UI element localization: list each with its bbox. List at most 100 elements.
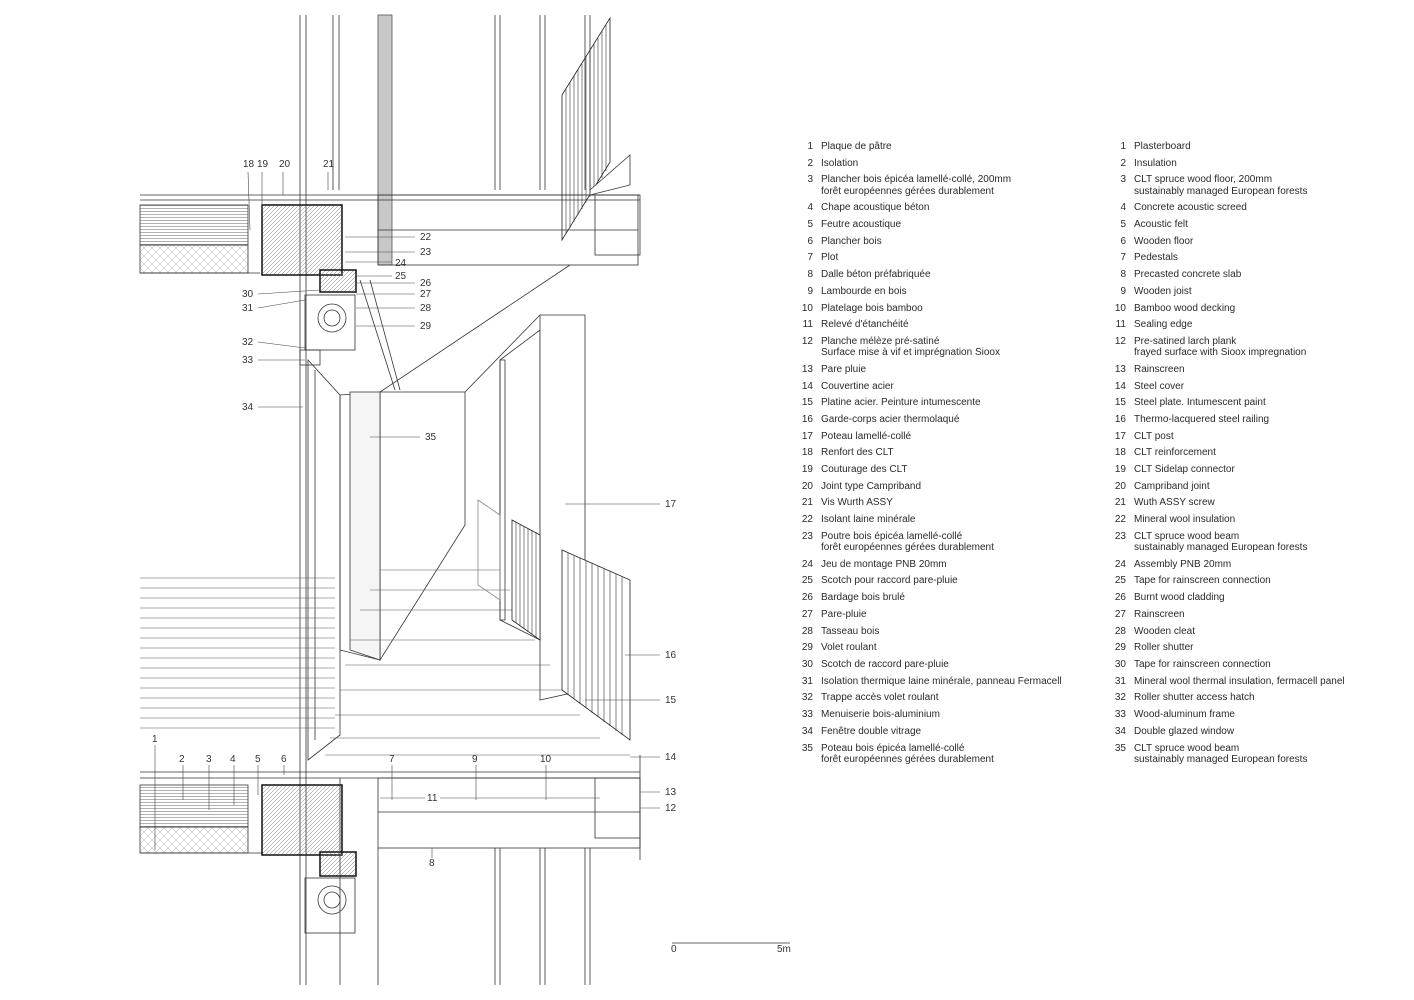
legend-text: CLT reinforcement bbox=[1134, 447, 1216, 459]
legend-text: Pare-pluie bbox=[821, 608, 867, 620]
callout-31: 31 bbox=[242, 303, 254, 314]
legend-text: Chape acoustique béton bbox=[821, 202, 930, 214]
legend-text: Rainscreen bbox=[1134, 608, 1185, 620]
legend-number: 1 bbox=[1120, 141, 1126, 152]
legend-text: Wuth ASSY screw bbox=[1134, 497, 1215, 509]
callout-7: 7 bbox=[389, 754, 395, 765]
legend-number: 16 bbox=[1114, 413, 1126, 425]
legend-text: Garde-corps acier thermolaqué bbox=[821, 413, 960, 425]
legend-text: Plancher bois épicéa lamellé-collé, 200m… bbox=[821, 174, 1012, 197]
legend-text: Concrete acoustic screed bbox=[1134, 202, 1247, 214]
legend-number: 21 bbox=[1114, 497, 1126, 509]
legend-text: Burnt wood cladding bbox=[1134, 592, 1225, 604]
callout-8: 8 bbox=[429, 858, 435, 869]
callout-34: 34 bbox=[242, 402, 254, 413]
legend-number: 8 bbox=[807, 269, 813, 281]
callout-14: 14 bbox=[665, 752, 677, 763]
callout-9: 9 bbox=[472, 754, 478, 765]
legend-text: Assembly PNB 20mm bbox=[1134, 558, 1232, 570]
callout-27: 27 bbox=[420, 289, 432, 300]
legend-number: 35 bbox=[1114, 742, 1126, 754]
legend-number: 34 bbox=[1114, 725, 1126, 737]
legend-text: Poteau lamellé-collé bbox=[821, 430, 912, 442]
callout-25: 25 bbox=[395, 271, 407, 282]
legend-text: Poutre bois épicéa lamellé-collé forêt e… bbox=[821, 530, 994, 554]
leader-lines bbox=[154, 171, 660, 858]
legend-text: Tasseau bois bbox=[821, 625, 880, 637]
scale-end-label: 5m bbox=[777, 944, 791, 955]
legend-text: Acoustic felt bbox=[1134, 219, 1188, 231]
callout-23: 23 bbox=[420, 247, 432, 258]
legend-number: 35 bbox=[801, 742, 813, 754]
legend-number: 31 bbox=[801, 675, 813, 687]
legend-number: 1 bbox=[807, 141, 813, 152]
callout-16: 16 bbox=[665, 650, 677, 661]
legend-number: 25 bbox=[1114, 575, 1126, 587]
legend-text: Pre-satined larch plank frayed surface w… bbox=[1134, 335, 1307, 359]
legend-number: 11 bbox=[802, 319, 813, 331]
legend-text: Rainscreen bbox=[1134, 363, 1185, 375]
callout-17: 17 bbox=[665, 499, 677, 510]
callouts: 18 19 20 21 22 23 24 25 26 27 28 29 30 3… bbox=[152, 159, 677, 869]
callout-35: 35 bbox=[425, 432, 437, 443]
legend-text: Roller shutter access hatch bbox=[1134, 692, 1255, 704]
legend-number: 20 bbox=[1114, 480, 1126, 492]
legend-number: 6 bbox=[1120, 235, 1126, 247]
callout-33: 33 bbox=[242, 355, 254, 366]
legend-item: 17 Poteau lamellé-collé bbox=[797, 431, 1087, 442]
callout-15: 15 bbox=[665, 695, 677, 706]
legend-number: 27 bbox=[801, 608, 813, 620]
legend-text: Wooden cleat bbox=[1134, 625, 1195, 637]
callout-24: 24 bbox=[395, 258, 407, 269]
legend-number: 30 bbox=[1114, 659, 1126, 670]
callout-28: 28 bbox=[420, 303, 432, 314]
legend-item: 11 Sealing edge bbox=[1110, 319, 1400, 330]
legend-number: 6 bbox=[807, 235, 813, 247]
callout-3: 3 bbox=[206, 754, 212, 765]
legend-number: 7 bbox=[807, 252, 813, 264]
legend-text: Vis Wurth ASSY bbox=[821, 497, 893, 509]
legend-number: 3 bbox=[807, 174, 813, 186]
legend-text: Poteau bois épicéa lamellé-collé forêt e… bbox=[821, 742, 994, 765]
legend-text: Scotch pour raccord pare-pluie bbox=[821, 575, 958, 587]
legend-number: 11 bbox=[1115, 319, 1126, 331]
legend-number: 30 bbox=[801, 659, 813, 670]
callout-26: 26 bbox=[420, 278, 432, 289]
legend-number: 9 bbox=[807, 285, 813, 297]
legend-text: Mineral wool insulation bbox=[1134, 514, 1236, 526]
legend-number: 28 bbox=[1114, 625, 1126, 637]
legend-text: Tape for rainscreen connection bbox=[1134, 575, 1271, 587]
legend-text: Sealing edge bbox=[1134, 319, 1193, 331]
legend-text: Plasterboard bbox=[1134, 141, 1191, 152]
legend-text: Volet roulant bbox=[821, 642, 877, 654]
legend-item: 35 Poteau bois épicéa lamellé-collé forêt… bbox=[797, 743, 1087, 765]
legend-number: 17 bbox=[801, 430, 813, 442]
legend-text: Tape for rainscreen connection bbox=[1134, 659, 1271, 670]
legend-text: Platine acier. Peinture intumescente bbox=[821, 397, 981, 409]
